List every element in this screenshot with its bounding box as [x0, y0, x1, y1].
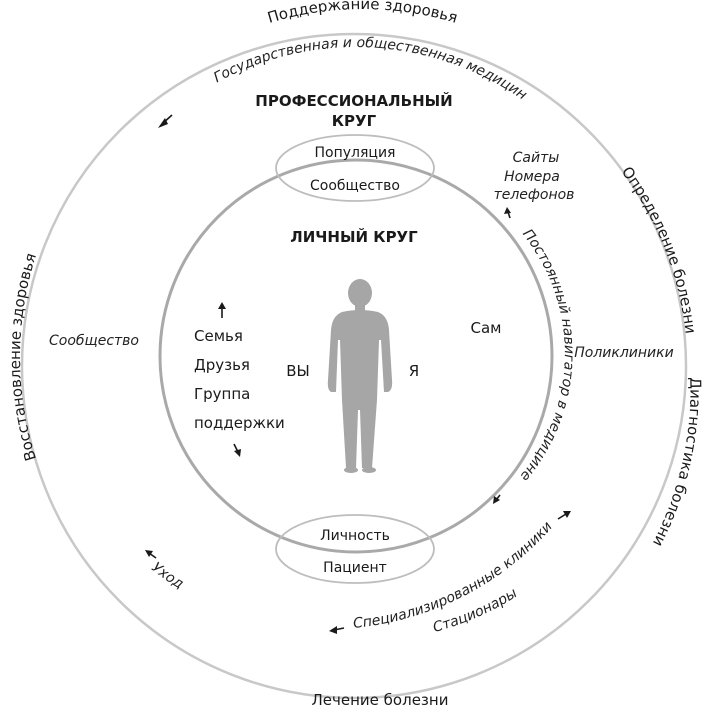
- community-label-top: Сообщество: [310, 178, 400, 194]
- family-label: Семья: [194, 327, 243, 345]
- arrow-icon-family-down: [233, 443, 241, 457]
- personality-label: Личность: [320, 528, 390, 544]
- population-label: Популяция: [315, 145, 396, 161]
- outer-label-bottom: Лечение болезни: [312, 691, 449, 709]
- personal-circle-title: ЛИЧНЫЙ КРУГ: [290, 227, 418, 246]
- arrow-icon-care: [145, 550, 157, 559]
- me-label: Я: [409, 362, 419, 380]
- you-label: ВЫ: [286, 362, 310, 380]
- arrow-icon-state: [158, 114, 173, 128]
- professional-circle-title-line2: КРУГ: [332, 112, 377, 130]
- outer-circle: [20, 32, 688, 700]
- outer-label-left: Восстановление здоровья: [6, 251, 40, 463]
- phones-label-line1: Номера: [504, 169, 560, 185]
- arrow-icon-family-up: [218, 302, 226, 318]
- sites-label: Сайты: [513, 150, 560, 166]
- outer-label-top: Поддержание здоровья: [265, 0, 459, 27]
- arrow-icon-navigator-bottom: [493, 494, 501, 504]
- navigator-arc-text: Постоянный навигатор в медицине: [517, 226, 577, 484]
- human-figure-icon: [327, 279, 393, 473]
- patient-label: Пациент: [323, 560, 387, 576]
- personal-circle: [158, 158, 554, 554]
- phones-label-line2: телефонов: [494, 187, 575, 203]
- support-label: поддержки: [194, 414, 285, 432]
- professional-circle-title-line1: ПРОФЕССИОНАЛЬНЫЙ: [255, 91, 452, 110]
- group-label: Группа: [194, 385, 250, 403]
- self-label: Сам: [471, 319, 502, 337]
- bottom-ellipse: [275, 514, 435, 584]
- outer-label-right-lower: Диагностика болезни: [649, 377, 705, 550]
- community-label-left: Сообщество: [49, 333, 139, 349]
- friends-label: Друзья: [194, 356, 250, 374]
- polyclinics-label: Поликлиники: [574, 345, 673, 361]
- care-label: Уход: [148, 559, 186, 592]
- outer-label-right-upper: Определение болезни: [618, 163, 700, 335]
- arrow-icon-navigator-top: [504, 207, 511, 219]
- arrow-icon-specialized: [557, 511, 571, 520]
- arrow-icon-hospitals: [329, 626, 345, 634]
- top-ellipse: [275, 134, 435, 202]
